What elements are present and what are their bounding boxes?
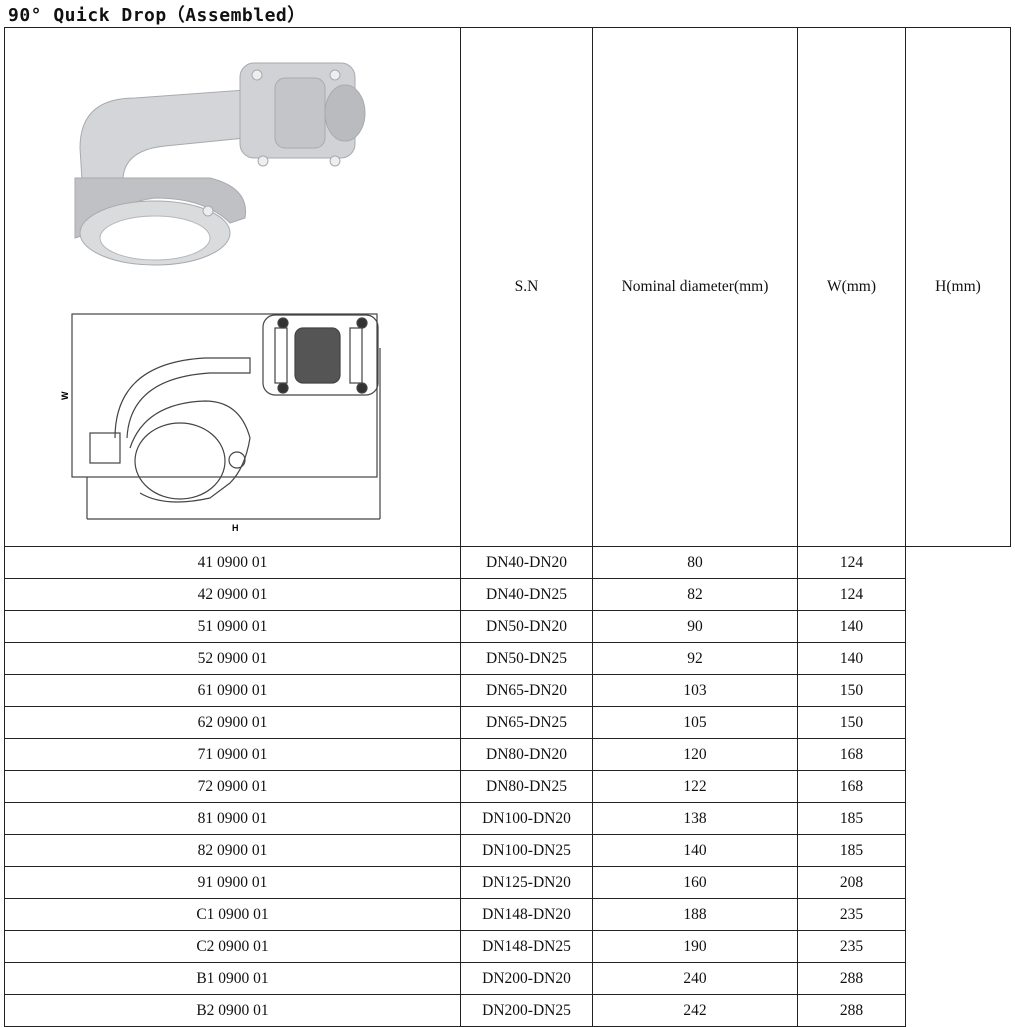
cell-h: 150 xyxy=(797,674,906,707)
cell-w: 240 xyxy=(592,962,798,995)
cell-nominal-diameter: DN50-DN25 xyxy=(460,642,593,675)
cell-nominal-diameter: DN65-DN20 xyxy=(460,674,593,707)
cell-nominal-diameter: DN80-DN25 xyxy=(460,770,593,803)
cell-h: 168 xyxy=(797,770,906,803)
product-illustration: W H xyxy=(60,62,381,533)
cell-nominal-diameter: DN100-DN25 xyxy=(460,834,593,867)
header-h: H(mm) xyxy=(905,27,1011,547)
cell-w: 242 xyxy=(592,994,798,1027)
cell-h: 235 xyxy=(797,930,906,963)
cell-nominal-diameter: DN148-DN25 xyxy=(460,930,593,963)
cell-w: 103 xyxy=(592,674,798,707)
spec-table: W H S.N Nominal diameter(mm) W(mm) H(mm)… xyxy=(4,27,1011,1027)
technical-drawing xyxy=(71,313,381,520)
page-title: 90° Quick Drop（Assembled） xyxy=(8,5,306,26)
header-w: W(mm) xyxy=(797,27,906,547)
cell-sn: 72 0900 01 xyxy=(4,770,461,803)
cell-nominal-diameter: DN40-DN20 xyxy=(460,546,593,579)
cell-sn: C1 0900 01 xyxy=(4,898,461,931)
cell-w: 190 xyxy=(592,930,798,963)
cell-w: 160 xyxy=(592,866,798,899)
cell-w: 82 xyxy=(592,578,798,611)
cell-w: 140 xyxy=(592,834,798,867)
cell-nominal-diameter: DN80-DN20 xyxy=(460,738,593,771)
cell-sn: 81 0900 01 xyxy=(4,802,461,835)
cell-h: 208 xyxy=(797,866,906,899)
cell-h: 124 xyxy=(797,546,906,579)
cell-h: 140 xyxy=(797,642,906,675)
cell-sn: 91 0900 01 xyxy=(4,866,461,899)
cell-sn: 42 0900 01 xyxy=(4,578,461,611)
cell-w: 80 xyxy=(592,546,798,579)
cell-h: 288 xyxy=(797,962,906,995)
cell-h: 124 xyxy=(797,578,906,611)
cell-h: 185 xyxy=(797,802,906,835)
header-nominal-diameter: Nominal diameter(mm) xyxy=(592,27,798,547)
cell-h: 185 xyxy=(797,834,906,867)
cell-w: 105 xyxy=(592,706,798,739)
table-header-row: W H S.N Nominal diameter(mm) W(mm) H(mm) xyxy=(4,27,1011,547)
cell-h: 288 xyxy=(797,994,906,1027)
cell-sn: 71 0900 01 xyxy=(4,738,461,771)
cell-sn: 41 0900 01 xyxy=(4,546,461,579)
cell-sn: B2 0900 01 xyxy=(4,994,461,1027)
cell-sn: 62 0900 01 xyxy=(4,706,461,739)
cell-nominal-diameter: DN100-DN20 xyxy=(460,802,593,835)
product-photo xyxy=(74,62,366,266)
cell-w: 92 xyxy=(592,642,798,675)
cell-sn: 51 0900 01 xyxy=(4,610,461,643)
cell-w: 138 xyxy=(592,802,798,835)
cell-w: 120 xyxy=(592,738,798,771)
cell-h: 150 xyxy=(797,706,906,739)
cell-h: 140 xyxy=(797,610,906,643)
cell-sn: C2 0900 01 xyxy=(4,930,461,963)
cell-sn: B1 0900 01 xyxy=(4,962,461,995)
cell-sn: 82 0900 01 xyxy=(4,834,461,867)
w-dimension-label: W xyxy=(60,391,70,400)
cell-sn: 52 0900 01 xyxy=(4,642,461,675)
cell-h: 235 xyxy=(797,898,906,931)
cell-w: 188 xyxy=(592,898,798,931)
header-sn: S.N xyxy=(460,27,593,547)
cell-sn: 61 0900 01 xyxy=(4,674,461,707)
cell-nominal-diameter: DN148-DN20 xyxy=(460,898,593,931)
cell-h: 168 xyxy=(797,738,906,771)
cell-nominal-diameter: DN125-DN20 xyxy=(460,866,593,899)
cell-nominal-diameter: DN65-DN25 xyxy=(460,706,593,739)
cell-w: 90 xyxy=(592,610,798,643)
cell-nominal-diameter: DN200-DN20 xyxy=(460,962,593,995)
h-dimension-label: H xyxy=(232,523,239,533)
cell-nominal-diameter: DN200-DN25 xyxy=(460,994,593,1027)
cell-nominal-diameter: DN40-DN25 xyxy=(460,578,593,611)
cell-w: 122 xyxy=(592,770,798,803)
product-image-cell: W H xyxy=(4,27,461,547)
cell-nominal-diameter: DN50-DN20 xyxy=(460,610,593,643)
